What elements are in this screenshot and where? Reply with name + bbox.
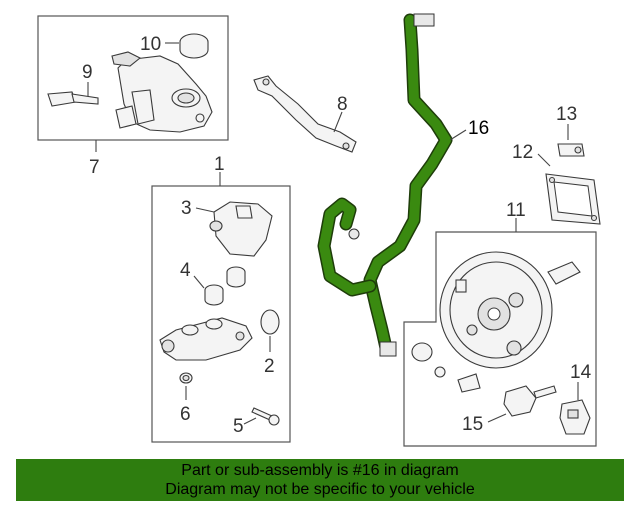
callout-4[interactable]: 4 (180, 260, 191, 281)
grommet-part[interactable] (204, 266, 246, 306)
callout-11[interactable]: 11 (506, 200, 526, 221)
bracket-part[interactable] (253, 75, 357, 153)
callout-2[interactable]: 2 (264, 356, 275, 377)
vacuum-sensor-part[interactable] (503, 385, 557, 417)
callout-14[interactable]: 14 (570, 362, 592, 383)
group-box-11 (403, 231, 597, 447)
reservoir-part[interactable] (111, 51, 213, 133)
check-valve-part[interactable] (457, 373, 481, 393)
callout-9[interactable]: 9 (82, 62, 93, 83)
banner-line-2: Diagram may not be specific to your vehi… (165, 481, 475, 498)
nut-part[interactable] (179, 372, 193, 384)
callout-1[interactable]: 1 (214, 154, 225, 175)
gasket-part[interactable] (545, 173, 601, 225)
cylinder-reservoir-part[interactable] (209, 201, 273, 257)
callout-3[interactable]: 3 (181, 198, 192, 219)
banner-line-1: Part or sub-assembly is #16 in diagram (181, 462, 459, 479)
callout-15[interactable]: 15 (462, 414, 483, 435)
callout-12[interactable]: 12 (512, 142, 533, 163)
group-box-7 (37, 15, 229, 141)
level-sensor-part[interactable] (47, 91, 99, 107)
callout-13[interactable]: 13 (556, 104, 577, 125)
seal-ring-part[interactable] (411, 342, 433, 362)
callout-16[interactable]: 16 (468, 118, 489, 139)
callout-8[interactable]: 8 (337, 94, 348, 115)
small-nut-part[interactable] (434, 366, 446, 378)
callout-10[interactable]: 10 (140, 34, 161, 55)
clip-part[interactable] (557, 143, 585, 157)
bolt-part[interactable] (251, 407, 280, 426)
callout-6[interactable]: 6 (180, 404, 191, 425)
master-cylinder-part[interactable] (159, 317, 253, 361)
callout-7[interactable]: 7 (89, 157, 100, 178)
brake-booster-part[interactable] (439, 251, 581, 369)
o-ring-part[interactable] (260, 309, 280, 335)
group-box-1 (151, 185, 291, 443)
callout-5[interactable]: 5 (233, 416, 244, 437)
vacuum-hose-part-16[interactable] (317, 13, 453, 357)
info-banner: Part or sub-assembly is #16 in diagram D… (16, 459, 624, 501)
switch-part[interactable] (559, 399, 591, 435)
parts-diagram: 7 10 9 8 16 1 (37, 13, 601, 447)
reservoir-cap-part[interactable] (179, 33, 209, 59)
